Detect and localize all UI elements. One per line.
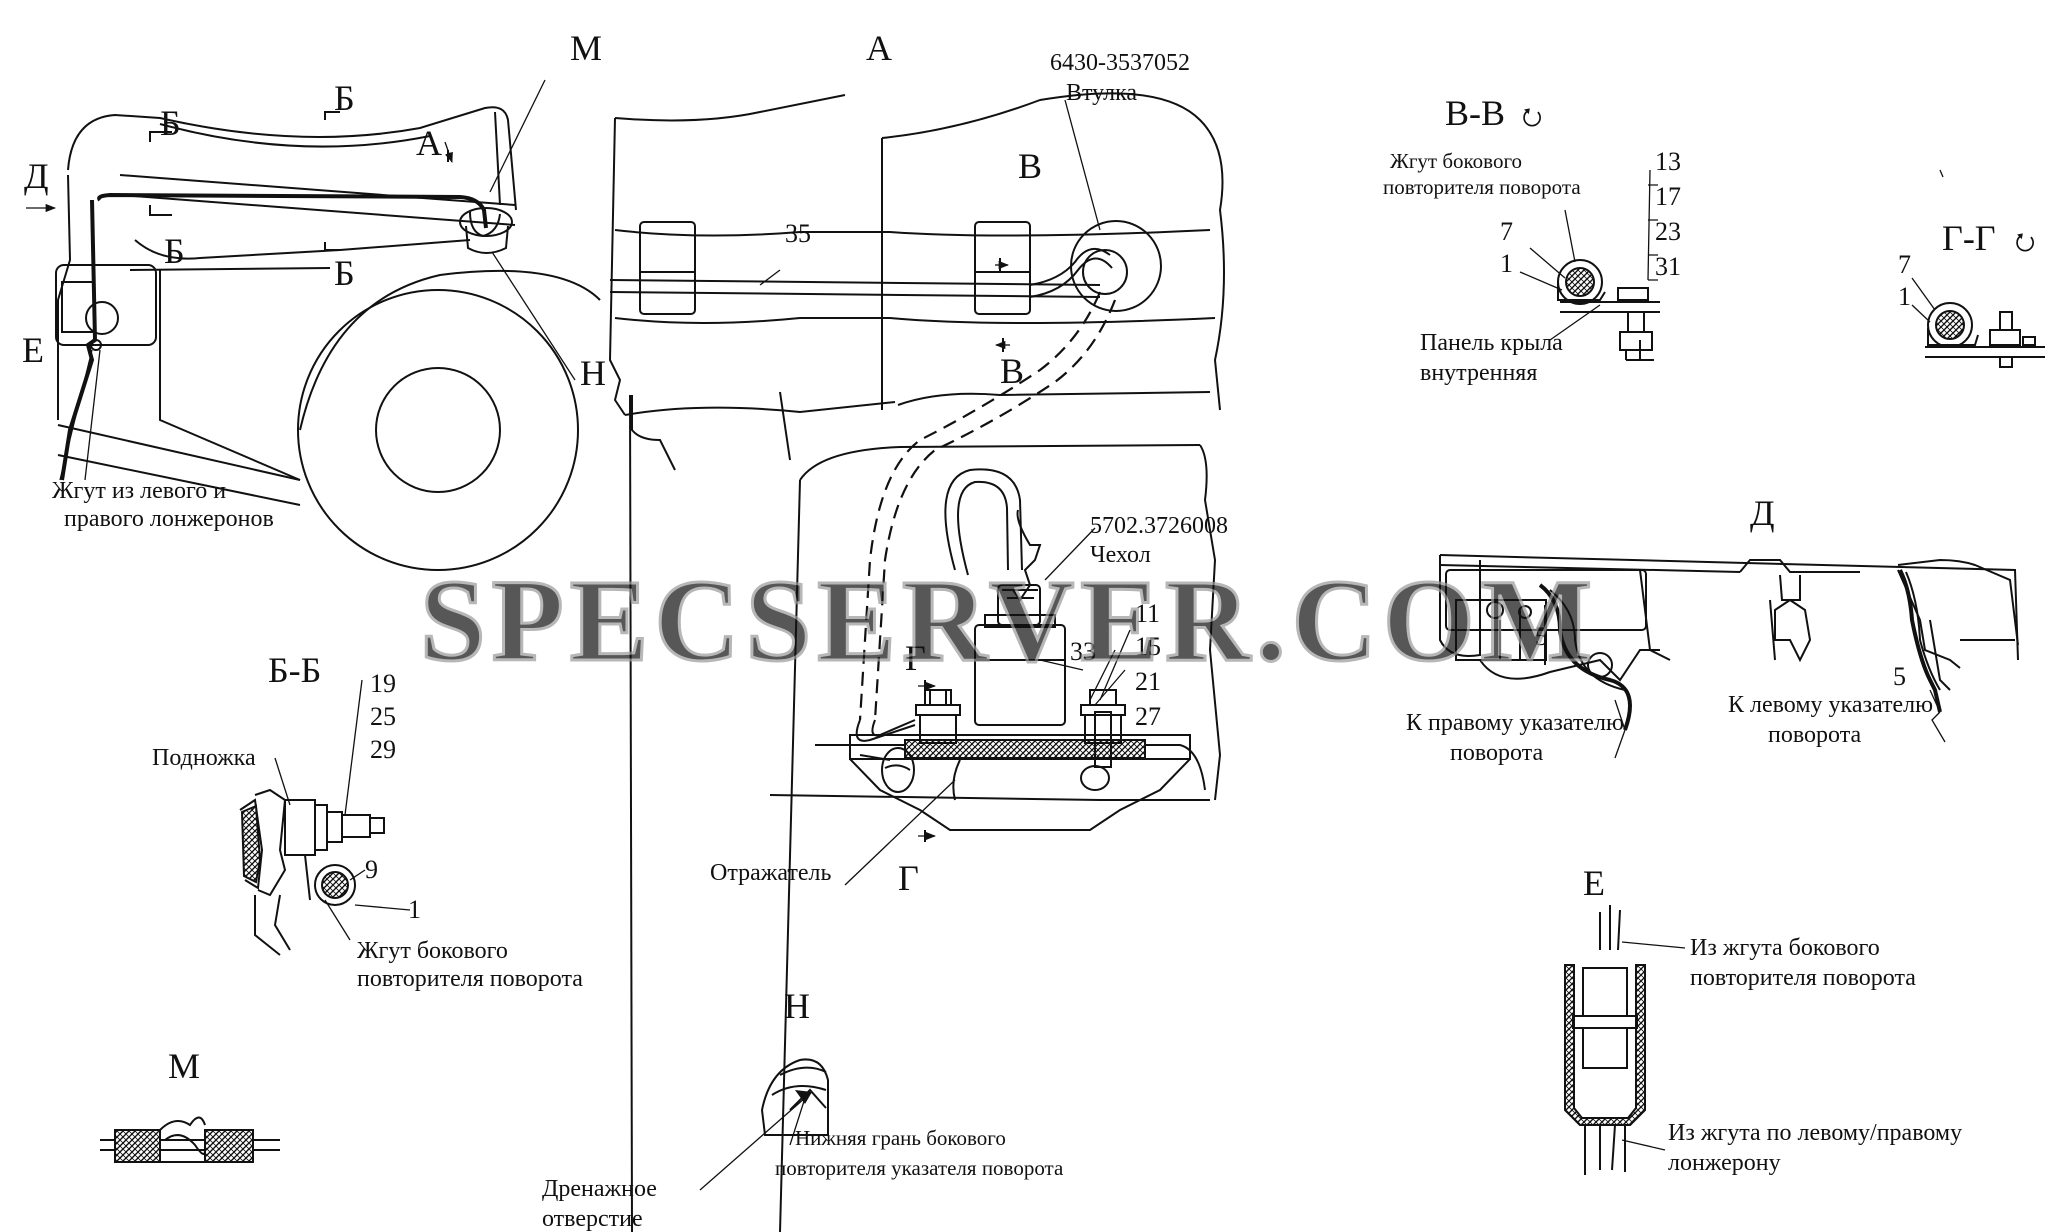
section-mark-b3: Б xyxy=(164,231,185,271)
callout-31: 31 xyxy=(1655,252,1681,281)
label-part-5702: 5702.3726008 xyxy=(1090,513,1228,539)
section-bb-detail xyxy=(239,679,411,956)
callout-33: 33 xyxy=(1070,637,1096,666)
label-harness-longerons-1: Жгут из левого и xyxy=(52,478,226,504)
section-mark-b1: Б xyxy=(160,103,181,143)
section-mark-n-top: Н xyxy=(580,353,606,393)
section-mark-v-upper: В xyxy=(1018,146,1042,186)
label-to-right-1: К правому указателю xyxy=(1406,710,1624,736)
label-from-longeron-2: лонжерону xyxy=(1668,1150,1781,1176)
label-cover: Чехол xyxy=(1090,542,1151,568)
cab-overview-view xyxy=(26,79,601,571)
view-m-title: М xyxy=(168,1046,200,1086)
label-bushing: Втулка xyxy=(1066,80,1137,106)
view-e-detail xyxy=(1564,905,1686,1175)
label-harness-side-bb-2: повторителя поворота xyxy=(357,966,583,992)
callout-5-right: 5 xyxy=(1535,622,1548,651)
section-gg-rotation: ⭮ xyxy=(2015,230,2035,256)
callout-1-vv: 1 xyxy=(1500,249,1513,278)
callout-5-left: 5 xyxy=(1893,662,1906,691)
section-vv-rotation: ⭮ xyxy=(1522,105,1542,131)
view-a-title: А xyxy=(866,28,892,68)
callout-17: 17 xyxy=(1655,182,1681,211)
callout-15: 15 xyxy=(1135,632,1161,661)
callout-7-gg: 7 xyxy=(1898,250,1911,279)
section-mark-a-small: А xyxy=(416,123,442,163)
section-mark-b4: Б xyxy=(334,253,355,293)
callout-11: 11 xyxy=(1135,599,1160,628)
callout-23: 23 xyxy=(1655,217,1681,246)
section-mark-b2: Б xyxy=(334,78,355,118)
label-reflector: Отражатель xyxy=(710,860,831,886)
section-mark-v-lower: В xyxy=(1000,351,1024,391)
view-n-detail xyxy=(699,1058,829,1191)
label-lower-edge-2: повторителя указателя поворота xyxy=(775,1156,1064,1180)
label-to-left-2: поворота xyxy=(1768,722,1861,748)
label-from-side-2: повторителя поворота xyxy=(1690,965,1916,991)
watermark: SPECSERVER.COM xyxy=(420,555,1598,686)
section-mark-e: Е xyxy=(22,330,44,370)
label-footstep: Подножка xyxy=(152,745,256,771)
section-mark-m-top: М xyxy=(570,28,602,68)
label-part-6430: 6430-3537052 xyxy=(1050,50,1190,76)
section-vv-detail xyxy=(1519,169,1660,361)
section-mark-g-upper: Г xyxy=(905,638,926,678)
label-harness-side-bb-1: Жгут бокового xyxy=(357,938,508,964)
callout-21: 21 xyxy=(1135,667,1161,696)
label-panel-1: Панель крыла xyxy=(1420,330,1563,356)
callout-29: 29 xyxy=(370,735,396,764)
callout-35: 35 xyxy=(785,219,811,248)
callout-7-vv: 7 xyxy=(1500,217,1513,246)
label-harness-side-vv-1: Жгут бокового xyxy=(1390,149,1522,173)
view-d-detail xyxy=(1439,554,2019,759)
label-drain-2: отверстие xyxy=(542,1206,643,1232)
callout-13: 13 xyxy=(1655,147,1681,176)
view-e-title: Е xyxy=(1583,863,1605,903)
section-gg-title: Г-Г xyxy=(1942,218,1996,258)
label-harness-longerons-2: правого лонжеронов xyxy=(64,506,274,532)
section-mark-g-lower: Г xyxy=(898,858,919,898)
section-bb-title: Б-Б xyxy=(268,650,321,690)
label-panel-2: внутренняя xyxy=(1420,360,1537,386)
section-gg-detail xyxy=(1911,169,2045,368)
label-harness-side-vv-2: повторителя поворота xyxy=(1383,175,1581,199)
callout-27: 27 xyxy=(1135,702,1161,731)
label-to-left-1: К левому указателю xyxy=(1728,692,1933,718)
callout-1-bb: 1 xyxy=(408,895,421,924)
label-from-longeron-1: Из жгута по левому/правому xyxy=(1668,1120,1962,1146)
callout-1-gg: 1 xyxy=(1898,282,1911,311)
section-vv-title: В-В xyxy=(1445,93,1505,133)
label-drain-1: Дренажное xyxy=(542,1176,657,1202)
section-mark-d: Д xyxy=(24,156,49,196)
callout-9: 9 xyxy=(365,855,378,884)
view-a-detail xyxy=(608,92,1225,1232)
label-to-right-2: поворота xyxy=(1450,740,1543,766)
label-from-side-1: Из жгута бокового xyxy=(1690,935,1880,961)
callout-19: 19 xyxy=(370,669,396,698)
view-m-detail xyxy=(100,1116,280,1163)
callout-25: 25 xyxy=(370,702,396,731)
label-lower-edge-1: Нижняя грань бокового xyxy=(795,1126,1006,1150)
view-n-title: Н xyxy=(784,986,810,1026)
view-d-title: Д xyxy=(1750,493,1775,533)
